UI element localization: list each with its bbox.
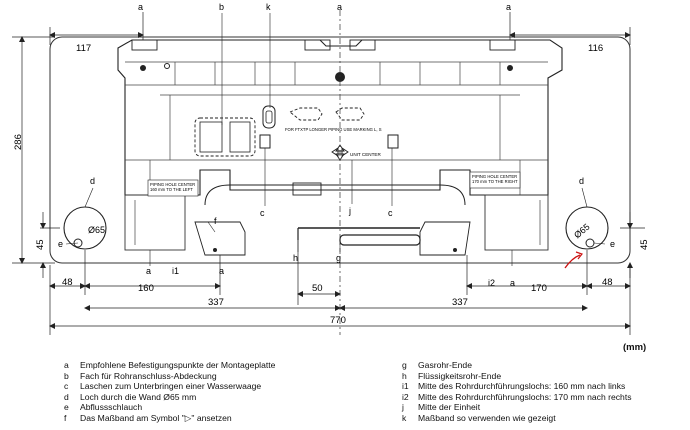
callout-d-right: d	[579, 176, 584, 186]
callout-h: h	[293, 253, 298, 263]
level-tab-left	[259, 134, 271, 149]
dim-hole-height-left: 45	[35, 239, 46, 250]
dim-total-width: 770	[330, 315, 346, 326]
unit-label: (mm)	[623, 342, 647, 353]
mount-point-a-right	[507, 65, 513, 71]
callout-j: j	[348, 206, 351, 216]
dim-half-left: 337	[208, 297, 224, 308]
mount-point-a-left	[140, 65, 146, 71]
callout-a-bottom-right: a	[510, 278, 515, 288]
callout-a-top-left: a	[138, 2, 143, 12]
callout-a-bottom-center: a	[219, 266, 224, 276]
piping-cover-compartment	[194, 117, 256, 157]
dim-left-edge-hole: 48	[62, 277, 73, 288]
dim-right-margin: 116	[588, 43, 603, 54]
dim-i1-offset: 160	[138, 283, 154, 294]
callout-a-top-center: a	[337, 2, 342, 12]
dim-left-margin: 117	[76, 43, 91, 54]
dim-half-right: 337	[452, 297, 468, 308]
tape-marker-k	[262, 105, 276, 129]
gas-pipe	[339, 234, 421, 246]
callout-f: f	[214, 216, 217, 226]
callout-d-left: d	[90, 176, 95, 186]
dim-height: 286	[13, 134, 24, 150]
callout-e-right: e	[610, 239, 615, 249]
hole-label-right: Ø65	[572, 222, 591, 241]
hole-label-left: Ø65	[88, 225, 105, 235]
dim-right-edge-hole: 48	[602, 277, 613, 288]
callout-c-left: c	[260, 208, 265, 218]
level-tab-right	[387, 134, 399, 149]
callout-b: b	[219, 2, 224, 12]
dim-i2-offset: 170	[531, 283, 547, 294]
callout-a-top-right: a	[506, 2, 511, 12]
dim-hole-height-right: 45	[639, 239, 650, 250]
dim-center-gap: 50	[312, 283, 323, 294]
callout-i1: i1	[172, 266, 179, 276]
callout-g: g	[336, 253, 341, 263]
long-piping-text: FOR FTXTP LONGER PIPING USE MARKING L, S	[285, 127, 382, 132]
callout-k: k	[266, 2, 271, 12]
callout-i2: i2	[488, 278, 495, 288]
callout-e-left: e	[58, 239, 63, 249]
unit-center-text: UNIT CENTER	[350, 152, 381, 157]
red-annotation-arrow	[564, 254, 581, 269]
callout-a-bottom-left: a	[146, 266, 151, 276]
callout-c-right: c	[388, 208, 393, 218]
